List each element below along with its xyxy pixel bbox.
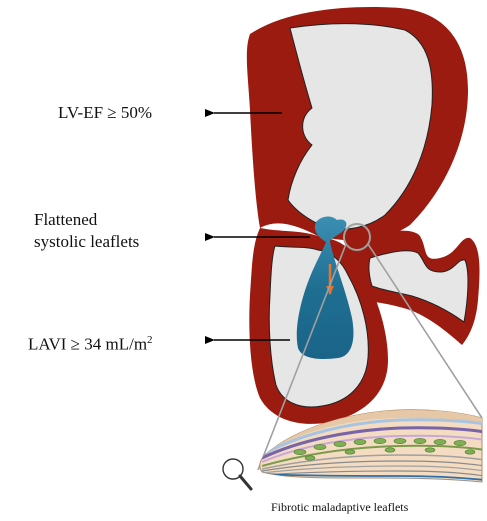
fibrotic-caption: Fibrotic maladaptive leaflets (271, 500, 408, 514)
lavi-label-text: LAVI ≥ 34 mL/m (28, 335, 147, 354)
lvef-label: LV-EF ≥ 50% (58, 102, 152, 124)
magnifier-icon (223, 459, 251, 489)
leaflet-cross-section (255, 410, 485, 490)
lavi-label-superscript: 2 (147, 334, 153, 346)
lavi-label: LAVI ≥ 34 mL/m2 (28, 329, 153, 356)
flattened-label-line2: systolic leaflets (34, 231, 139, 253)
flattened-label-line1: Flattened (34, 209, 97, 231)
left-ventricle (247, 7, 468, 240)
